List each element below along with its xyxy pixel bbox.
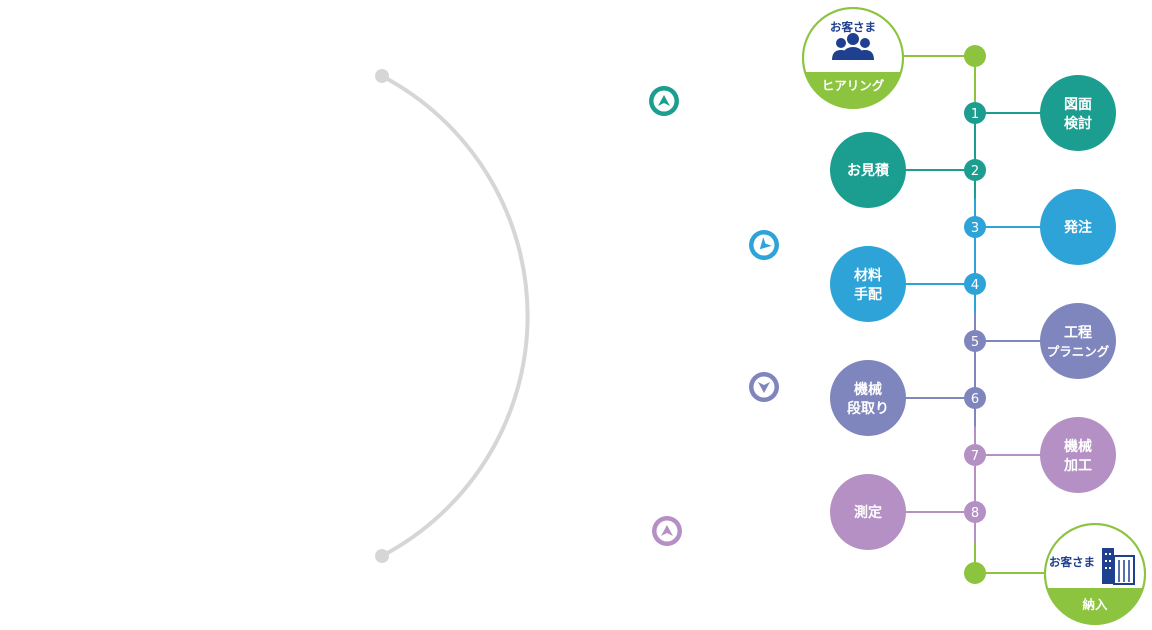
step-number-circle [964, 330, 986, 352]
decorative-arc [375, 69, 530, 563]
step-number-circle [964, 444, 986, 466]
building-icon [1102, 548, 1135, 585]
arrow-marker-icon [652, 516, 682, 546]
step-number: 7 [971, 449, 979, 464]
step-number-dot: 1 [964, 102, 986, 124]
step-node-circle [1040, 417, 1116, 493]
arc-markers [649, 86, 779, 546]
step-node-circle [1040, 303, 1116, 379]
step-label-line1: 測定 [854, 504, 882, 521]
step-label-line2: プラニング [1047, 344, 1110, 359]
step-number: 3 [971, 221, 979, 236]
step-node-circle [1040, 75, 1116, 151]
step-node-circle [830, 132, 906, 208]
arrow-marker-icon [649, 86, 679, 116]
step-number-dot: 3 [964, 216, 986, 238]
step-label-line2: 検討 [1064, 115, 1092, 132]
step-number-dot: 8 [964, 501, 986, 523]
step-node: お見積 [830, 132, 906, 208]
step-number-dot: 5 [964, 330, 986, 352]
customer-end-dot [964, 562, 986, 584]
step-number: 8 [971, 506, 979, 521]
arc-start-dot [375, 69, 389, 83]
step-label-line2: 手配 [854, 286, 882, 303]
arc-end-dot [375, 549, 389, 563]
step-number-circle [964, 501, 986, 523]
arc-path [380, 74, 530, 558]
arc-marker-arrow [758, 382, 770, 393]
arc-marker-arrow [661, 525, 673, 536]
step-label-line1: 材料 [854, 267, 882, 284]
step-node-circle [830, 474, 906, 550]
step-label-line1: 図面 [1064, 97, 1092, 113]
step-label-line1: お見積 [847, 162, 890, 179]
step-number: 4 [971, 278, 979, 293]
step-number: 5 [971, 335, 979, 350]
step-label-line1: 機械 [1064, 438, 1092, 455]
step-node-circle [1040, 189, 1116, 265]
arrow-marker-icon [749, 372, 779, 402]
step-number-dot: 4 [964, 273, 986, 295]
step-node-circle [830, 360, 906, 436]
customer-start-bottom-label: ヒアリング [822, 78, 885, 93]
step-number-dot: 6 [964, 387, 986, 409]
people-icon [832, 33, 874, 60]
arc-marker-arrow [759, 237, 772, 250]
customer-start-ring [802, 7, 904, 109]
customer-end-node: お客さま 納入 [964, 523, 1146, 625]
customer-start-node: お客さま ヒアリング [802, 7, 986, 109]
step-number: 2 [971, 164, 979, 179]
step-node: 発注 [1040, 189, 1116, 265]
customer-end-top-label: お客さま [1049, 555, 1095, 569]
customer-start-top-label: お客さま [830, 20, 876, 34]
step-number-circle [964, 216, 986, 238]
step-node-circle [830, 246, 906, 322]
step-number-circle [964, 387, 986, 409]
arrow-marker-icon [749, 230, 779, 260]
step-label-line1: 工程 [1064, 325, 1092, 341]
step-number-circle [964, 102, 986, 124]
step-number-circle [964, 273, 986, 295]
step-label-line1: 機械 [854, 381, 882, 398]
step-dots: 1 2 3 4 5 6 7 8 [964, 102, 986, 523]
step-label-line2: 加工 [1063, 458, 1092, 474]
step-number: 1 [971, 107, 979, 122]
customer-start-dot [964, 45, 986, 67]
arc-marker-arrow [658, 95, 670, 106]
step-node: 測定 [830, 474, 906, 550]
step-label-line2: 段取り [847, 400, 889, 417]
step-number-circle [964, 159, 986, 181]
step-number-dot: 7 [964, 444, 986, 466]
step-label-line1: 発注 [1063, 219, 1092, 236]
step-number: 6 [971, 392, 979, 407]
customer-end-bottom-label: 納入 [1082, 597, 1108, 612]
customer-end-ring [1044, 523, 1146, 625]
step-number-dot: 2 [964, 159, 986, 181]
